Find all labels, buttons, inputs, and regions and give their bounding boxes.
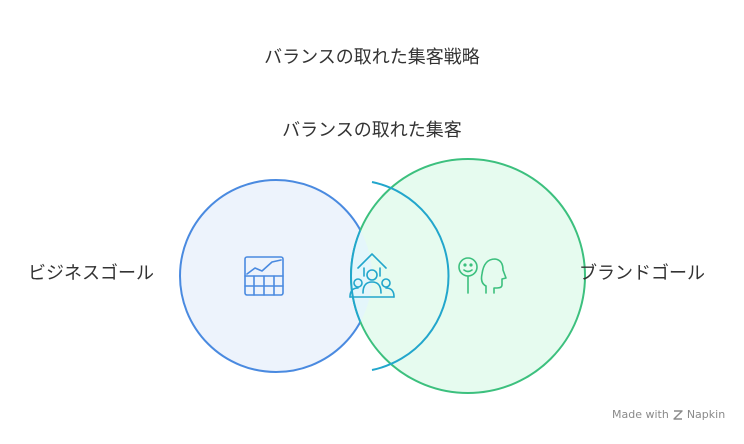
brand-goal-label: ブランドゴール	[579, 263, 705, 284]
people-growth-icon	[349, 253, 395, 298]
watermark-brand: Napkin	[686, 408, 726, 421]
watermark-text: Made with	[612, 408, 669, 421]
diagram-title: バランスの取れた集客戦略	[264, 47, 480, 68]
business-goal-label: ビジネスゴール	[28, 263, 154, 284]
overlap-label: バランスの取れた集客	[282, 120, 462, 141]
overlap-left-arc	[371, 181, 450, 371]
head-smile-icon	[458, 257, 507, 294]
made-with-napkin-watermark[interactable]: Made with Napkin	[612, 408, 725, 422]
napkin-logo-icon	[673, 410, 683, 420]
bar-chart-growth-icon	[244, 256, 284, 296]
overlap-right-arc	[350, 180, 372, 372]
